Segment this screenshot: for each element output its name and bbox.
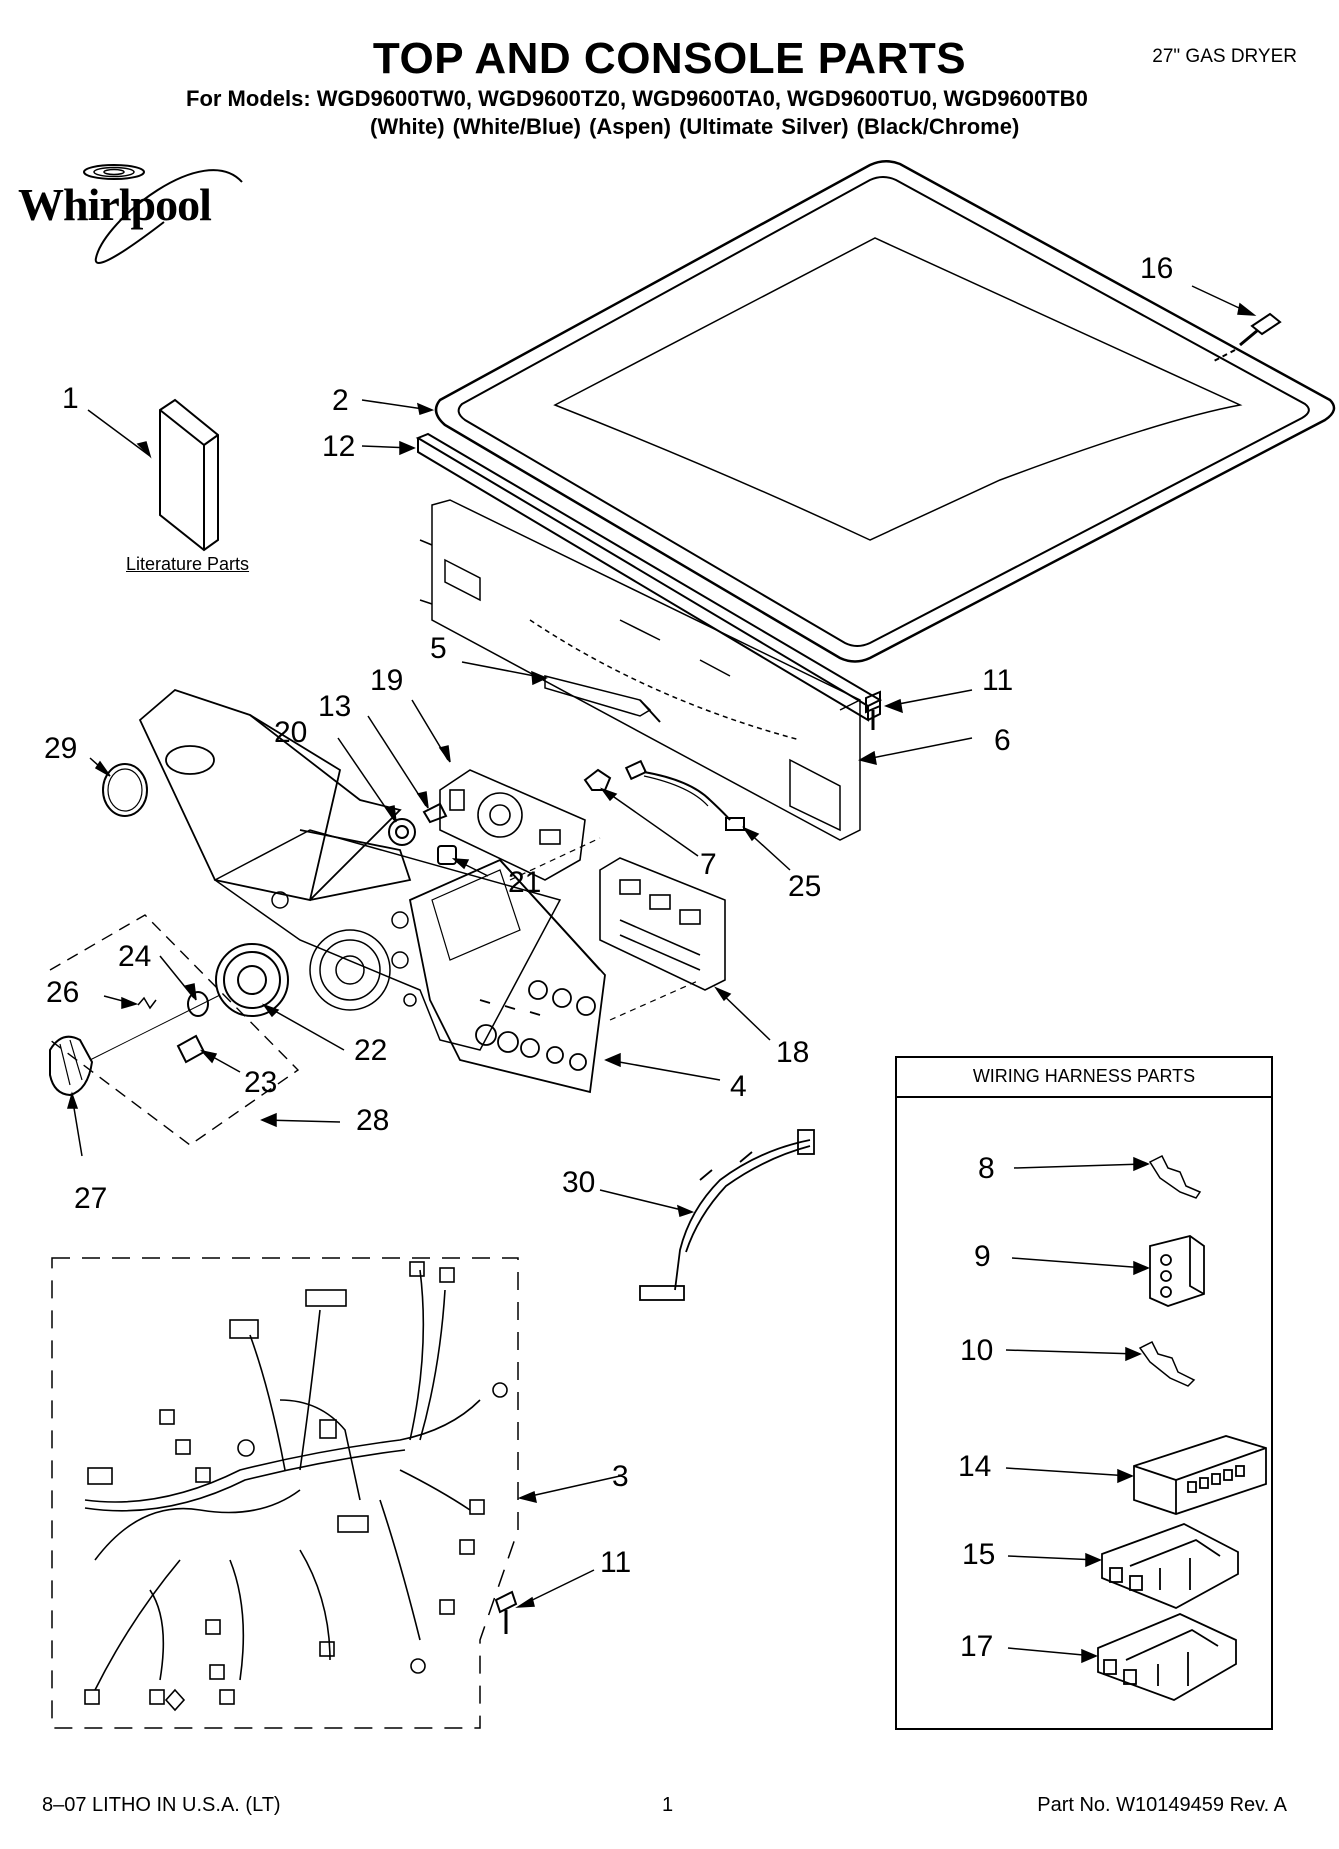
callout-21: 21	[508, 866, 542, 899]
literature-booklet	[159, 398, 219, 552]
models-line: For Models: WGD9600TW0, WGD9600TZ0, WGD9…	[186, 86, 1088, 111]
knob-axis-line	[89, 994, 221, 1061]
knob-bushing	[187, 991, 209, 1017]
screw	[865, 690, 881, 730]
whirlpool-swirl-logo	[83, 164, 243, 264]
callout-10: 10	[960, 1334, 994, 1367]
callout-27: 27	[74, 1182, 108, 1215]
colors-line: (White) (White/Blue) (Aspen) (Ultimate S…	[370, 114, 1020, 139]
callout-6: 6	[994, 724, 1011, 757]
footer-litho: 8–07 LITHO IN U.S.A. (LT)	[42, 1794, 281, 1816]
electronic-control	[599, 857, 726, 991]
callout-3: 3	[612, 1460, 629, 1493]
control-board	[439, 769, 586, 881]
callout-18: 18	[776, 1036, 810, 1069]
screw-top-right	[1211, 312, 1282, 363]
wiring-harness-parts-title: WIRING HARNESS PARTS	[972, 1066, 1196, 1086]
callout-13: 13	[318, 690, 352, 723]
callout-30: 30	[562, 1166, 596, 1199]
screw-lower	[494, 1590, 518, 1634]
page-title: TOP AND CONSOLE PARTS	[372, 34, 967, 83]
console-bracket	[419, 499, 861, 841]
front-trim-strip	[415, 432, 883, 722]
main-wiring-harness	[84, 1261, 508, 1712]
knob-switch	[176, 1034, 206, 1064]
terminal-10	[1138, 1340, 1196, 1387]
callout-11-top: 11	[982, 664, 1014, 697]
mounting-bracket	[583, 768, 612, 791]
callout-19: 19	[370, 664, 404, 697]
top-panel	[434, 160, 1336, 663]
callout-15: 15	[962, 1538, 996, 1571]
callout-22: 22	[354, 1034, 388, 1067]
knob-dial	[215, 943, 289, 1017]
callout-17: 17	[960, 1630, 994, 1663]
connector-block-14	[1133, 1435, 1267, 1515]
callout-9: 9	[974, 1240, 991, 1273]
callout-23: 23	[244, 1066, 278, 1099]
selector-bushing	[437, 845, 457, 865]
harness-kit-outline	[51, 1257, 519, 1729]
callout-26: 26	[46, 976, 80, 1009]
control-panel-face	[408, 858, 606, 1094]
callout-4: 4	[730, 1070, 747, 1103]
product-type: 27" GAS DRYER	[1152, 46, 1297, 67]
harness-assembly	[639, 1129, 815, 1301]
part-number: Part No. W10149459 Rev. A	[1037, 1794, 1287, 1816]
harness-connector	[624, 759, 745, 831]
gasket-ring	[102, 763, 148, 817]
callout-7: 7	[700, 848, 717, 881]
callout-12: 12	[322, 430, 356, 463]
leader-arrows	[67, 285, 1257, 1664]
callout-11-lower: 11	[600, 1546, 632, 1579]
connector-housing-15	[1101, 1523, 1239, 1609]
wiring-harness-parts-box	[895, 1056, 1273, 1730]
callout-20: 20	[274, 716, 308, 749]
callout-1: 1	[62, 382, 79, 415]
callout-5: 5	[430, 632, 447, 665]
callout-28: 28	[356, 1104, 390, 1137]
connector-housing-17	[1097, 1613, 1237, 1701]
wiring-harness-parts-divider	[895, 1096, 1273, 1098]
page-number: 1	[662, 1794, 674, 1816]
callout-16: 16	[1140, 252, 1174, 285]
callout-24: 24	[118, 940, 152, 973]
connector-9	[1149, 1235, 1205, 1307]
literature-parts-label: Literature Parts	[126, 554, 250, 574]
callout-25: 25	[788, 870, 822, 903]
callout-2: 2	[332, 384, 349, 417]
callout-14: 14	[958, 1450, 992, 1483]
terminal-8	[1148, 1154, 1202, 1199]
callout-8: 8	[978, 1152, 995, 1185]
selector-clip	[422, 802, 448, 824]
knob-spring	[137, 996, 157, 1010]
brand-logo-text: Whirlpool	[18, 179, 212, 230]
knob-kit-outline	[49, 914, 300, 1146]
selector-knob-insert	[388, 818, 416, 846]
callout-29: 29	[44, 732, 78, 765]
console-back-panel	[213, 829, 562, 1051]
wire-tie	[544, 675, 661, 723]
